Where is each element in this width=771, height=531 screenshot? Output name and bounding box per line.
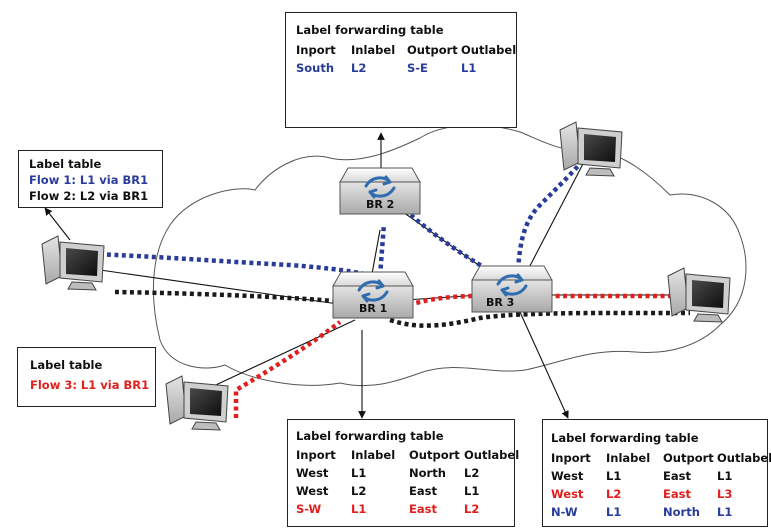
lft-br3-r2-outlabel: L1 [717, 505, 733, 519]
lft-br1-r0-outlabel: L2 [464, 466, 480, 480]
label-table-west-box: Label table Flow 1: L1 via BR1 Flow 2: L… [18, 150, 163, 208]
lft-br1-header-inlabel: Inlabel [351, 448, 396, 462]
router-br2-label: BR 2 [366, 198, 394, 211]
label-table-west-flow1: Flow 1: L1 via BR1 [29, 173, 149, 187]
router-br1-label: BR 1 [359, 302, 387, 315]
lft-br2-header-outlabel: Outlabel [461, 43, 517, 57]
lft-br1-title: Label forwarding table [296, 429, 444, 443]
lft-br2-r0-inport: South [296, 61, 335, 75]
lft-br1-r0-inport: West [296, 466, 329, 480]
computer-north [559, 121, 623, 177]
label-table-southwest-flow3: Flow 3: L1 via BR1 [30, 378, 150, 392]
lft-br3-r1-inlabel: L2 [606, 487, 622, 501]
lft-br3-r0-inlabel: L1 [606, 469, 622, 483]
lft-br2-r0-outlabel: L1 [461, 61, 477, 75]
lft-br3-r1-outport: East [663, 487, 691, 501]
lft-br3-header-inport: Inport [551, 451, 591, 465]
router-br3: BR 3 [471, 265, 553, 313]
label-table-southwest-box: Label table Flow 3: L1 via BR1 [17, 347, 156, 407]
lft-br1-header-outlabel: Outlabel [464, 448, 520, 462]
flow-1-path [91, 156, 587, 279]
router-br2: BR 2 [339, 167, 421, 215]
lft-br2-title: Label forwarding table [296, 23, 444, 37]
computer-east [667, 267, 731, 323]
lft-br1-r2-outlabel: L2 [464, 502, 480, 516]
lft-br1-r2-inlabel: L1 [351, 502, 367, 516]
router-br3-label: BR 3 [486, 296, 514, 309]
lft-br1-r1-inlabel: L2 [351, 484, 367, 498]
lft-br3-r2-inlabel: L1 [606, 505, 622, 519]
lft-br3-r2-inport: N-W [551, 505, 578, 519]
lft-br2-r0-outport: S-E [407, 61, 428, 75]
lft-br1-r0-inlabel: L1 [351, 466, 367, 480]
lft-br1-r0-outport: North [409, 466, 446, 480]
flow-2-path [114, 289, 691, 328]
lft-br3-header-outport: Outport [663, 451, 714, 465]
router-icon [357, 279, 389, 303]
lft-br1-box: Label forwarding table Inport Inlabel Ou… [287, 419, 519, 527]
lft-br1-r2-outport: East [409, 502, 437, 516]
lft-br1-r1-outport: East [409, 484, 437, 498]
lft-br2-header-outport: Outport [407, 43, 458, 57]
lft-br3-r1-inport: West [551, 487, 584, 501]
network-cloud [152, 124, 747, 387]
lft-br3-r0-inport: West [551, 469, 584, 483]
lft-br2-header-inport: Inport [296, 43, 336, 57]
lft-br2-box: Label forwarding table Inport Inlabel Ou… [285, 12, 517, 128]
lft-br3-r1-outlabel: L3 [717, 487, 733, 501]
lft-br1-header-outport: Outport [409, 448, 460, 462]
lft-br1-r1-outlabel: L1 [464, 484, 480, 498]
lft-br1-r1-inport: West [296, 484, 329, 498]
computer-west [41, 235, 105, 291]
lft-br3-title: Label forwarding table [551, 431, 699, 445]
router-icon [496, 273, 528, 297]
lft-br3-r0-outport: East [663, 469, 691, 483]
lft-br1-header-inport: Inport [296, 448, 336, 462]
lft-br3-header-outlabel: Outlabel [717, 451, 771, 465]
lft-br3-r2-outport: North [663, 505, 700, 519]
router-icon [364, 175, 396, 199]
lft-br1-r2-inport: S-W [296, 502, 322, 516]
label-table-west-title: Label table [29, 157, 102, 171]
router-br1: BR 1 [332, 271, 414, 319]
lft-br3-header-inlabel: Inlabel [606, 451, 651, 465]
lft-br3-r0-outlabel: L1 [717, 469, 733, 483]
lft-br2-header-inlabel: Inlabel [351, 43, 396, 57]
computer-southwest [165, 375, 229, 431]
label-table-southwest-title: Label table [30, 358, 103, 372]
lft-br3-box: Label forwarding table Inport Inlabel Ou… [542, 419, 771, 527]
lft-br2-r0-inlabel: L2 [351, 61, 367, 75]
label-table-west-flow2: Flow 2: L2 via BR1 [29, 189, 149, 203]
